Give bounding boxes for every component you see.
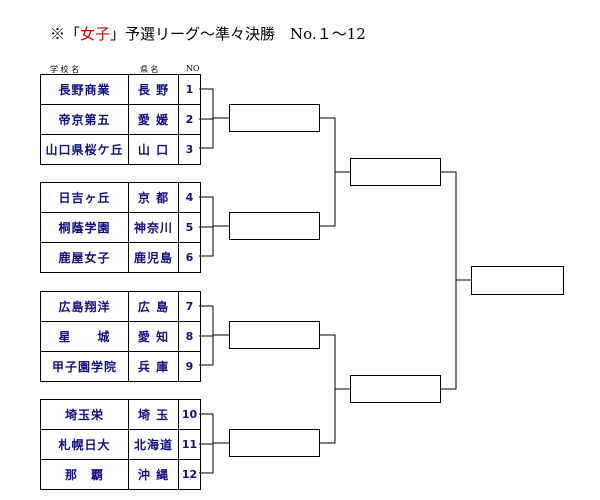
team-row: 山口県桜ケ丘 山 口 3	[41, 134, 200, 164]
team-row: 鹿屋女子 鹿児島 6	[41, 242, 200, 272]
quarterfinal-box-1	[229, 104, 320, 132]
team-row: 札幌日大 北海道 11	[41, 429, 200, 459]
header-no: NO	[186, 64, 200, 73]
title-highlight: 女子	[80, 25, 111, 43]
school-name: 山口県桜ケ丘	[41, 135, 129, 164]
team-number: 5	[185, 221, 194, 234]
prefecture: 山 口	[129, 135, 179, 164]
school-name: 長野商業	[41, 75, 129, 104]
final-box	[471, 266, 564, 295]
prefecture: 愛 知	[129, 322, 179, 351]
team-row: 埼玉栄 埼 玉 10	[41, 400, 200, 429]
prefecture: 埼 玉	[129, 400, 179, 429]
prefecture: 鹿児島	[129, 243, 179, 272]
prefecture: 愛 媛	[129, 105, 179, 134]
team-number: 6	[185, 251, 194, 264]
prefecture: 北海道	[129, 430, 179, 459]
team-row: 長野商業 長 野 1	[41, 75, 200, 104]
group-3: 広島翔洋 広 島 7 星 城 愛 知 8 甲子園学院 兵 庫 9	[40, 291, 201, 382]
prefecture: 長 野	[129, 75, 179, 104]
school-name: 桐蔭学園	[41, 213, 129, 242]
team-row: 甲子園学院 兵 庫 9	[41, 351, 200, 381]
team-number: 12	[181, 468, 198, 481]
final-connector	[440, 171, 457, 390]
school-name: 札幌日大	[41, 430, 129, 459]
school-name: 鹿屋女子	[41, 243, 129, 272]
school-name: 星 城	[41, 322, 129, 351]
team-number: 9	[185, 360, 194, 373]
team-number: 7	[185, 300, 194, 313]
prefecture: 京 都	[129, 183, 179, 212]
prefecture: 沖 縄	[129, 460, 179, 489]
team-number: 3	[185, 143, 194, 156]
header-pref: 県 名	[140, 65, 159, 74]
school-name: 埼玉栄	[41, 400, 129, 429]
quarterfinal-box-3	[229, 321, 320, 349]
page-title: ※「女子」予選リーグ〜準々決勝 No.１〜12	[50, 23, 366, 44]
school-name: 甲子園学院	[41, 352, 129, 381]
team-row: 広島翔洋 広 島 7	[41, 292, 200, 321]
quarterfinal-box-2	[229, 212, 320, 240]
semifinal-box-1	[350, 158, 441, 186]
team-number: 1	[185, 83, 194, 96]
title-suffix: 」予選リーグ〜準々決勝 No.１〜12	[110, 25, 366, 43]
quarterfinal-box-4	[229, 429, 320, 457]
school-name: 那 覇	[41, 460, 129, 489]
team-number: 10	[181, 408, 198, 421]
prefecture: 広 島	[129, 292, 179, 321]
semifinal-box-2	[350, 375, 441, 403]
team-row: 桐蔭学園 神奈川 5	[41, 212, 200, 242]
team-number: 8	[185, 330, 194, 343]
team-row: 那 覇 沖 縄 12	[41, 459, 200, 489]
team-row: 星 城 愛 知 8	[41, 321, 200, 351]
group-1: 長野商業 長 野 1 帝京第五 愛 媛 2 山口県桜ケ丘 山 口 3	[40, 74, 201, 165]
team-number: 2	[185, 113, 194, 126]
team-row: 帝京第五 愛 媛 2	[41, 104, 200, 134]
prefecture: 兵 庫	[129, 352, 179, 381]
group-4: 埼玉栄 埼 玉 10 札幌日大 北海道 11 那 覇 沖 縄 12	[40, 399, 201, 490]
school-name: 帝京第五	[41, 105, 129, 134]
prefecture: 神奈川	[129, 213, 179, 242]
team-number: 4	[185, 191, 194, 204]
group-2: 日吉ヶ丘 京 都 4 桐蔭学園 神奈川 5 鹿屋女子 鹿児島 6	[40, 182, 201, 273]
title-prefix: ※「	[50, 25, 81, 43]
school-name: 広島翔洋	[41, 292, 129, 321]
semifinal-top-connector	[319, 117, 336, 227]
header-school: 学 校 名	[50, 65, 80, 74]
school-name: 日吉ヶ丘	[41, 183, 129, 212]
semifinal-bottom-connector	[319, 334, 336, 444]
team-number: 11	[181, 438, 198, 451]
team-row: 日吉ヶ丘 京 都 4	[41, 183, 200, 212]
